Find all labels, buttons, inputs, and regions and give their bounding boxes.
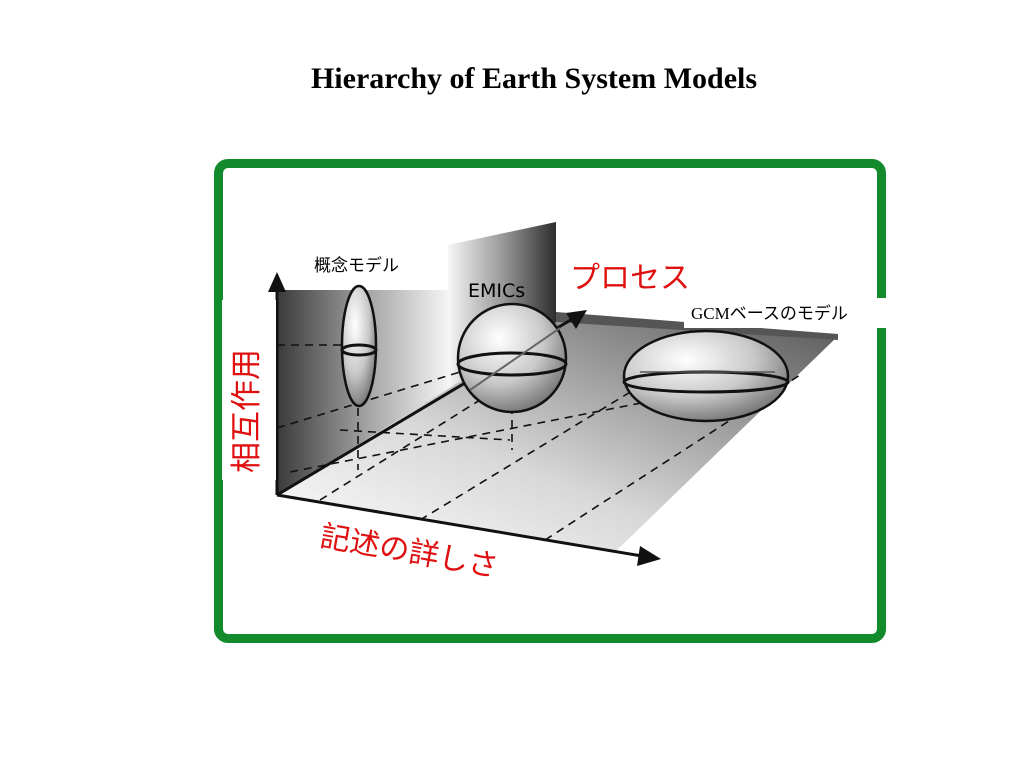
interaction-label-bg — [222, 300, 276, 480]
conceptual-model-ellipsoid — [340, 284, 378, 408]
gcm-ellipsoid — [622, 329, 790, 423]
page-title: Hierarchy of Earth System Models — [310, 62, 758, 95]
conceptual-model-label: 概念モデル — [314, 256, 399, 276]
gcm-label-bg — [684, 298, 894, 328]
gcm-model-label: GCMベースのモデル — [691, 304, 848, 323]
interaction-axis-label: 相互作用 — [229, 349, 265, 473]
process-axis-label: プロセス — [570, 261, 690, 296]
emics-label: EMICs — [468, 280, 526, 302]
emics-sphere — [456, 302, 568, 414]
conceptual-label-bg — [307, 250, 419, 278]
